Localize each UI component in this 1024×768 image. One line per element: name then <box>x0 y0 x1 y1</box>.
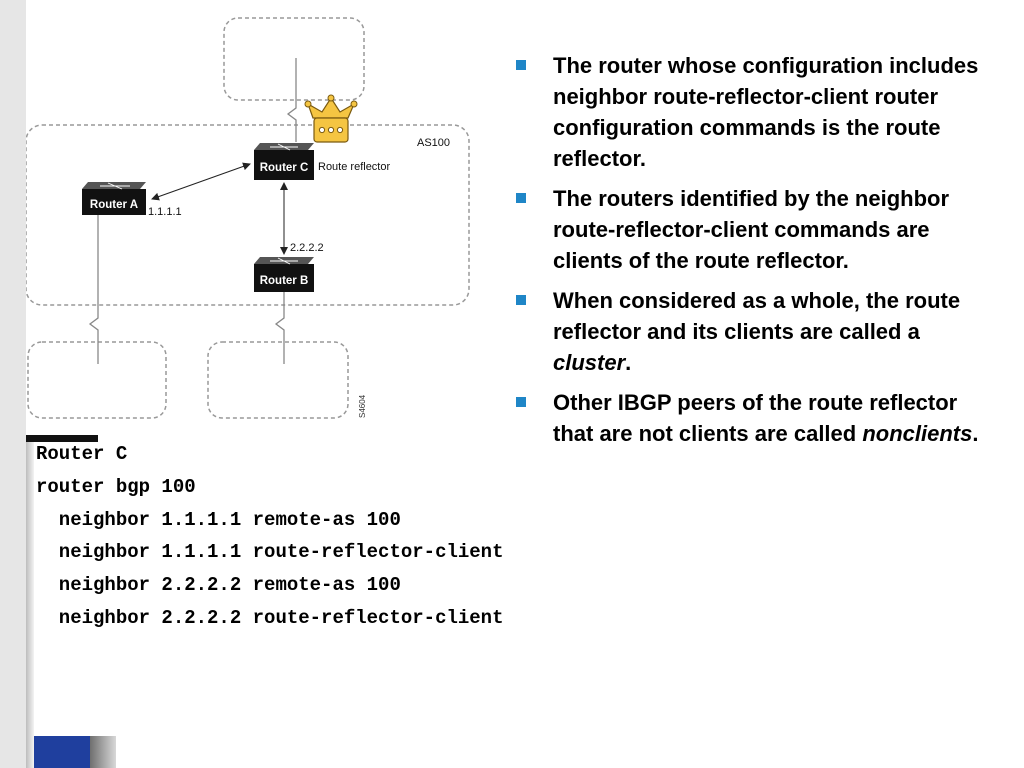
bullet-marker-icon <box>516 193 526 203</box>
router-a-label: Router A <box>90 199 138 211</box>
router-c: Router C <box>254 143 314 180</box>
bullet-item: When considered as a whole, the route re… <box>514 285 984 378</box>
bullet-marker-icon <box>516 397 526 407</box>
bullet-marker-icon <box>516 60 526 70</box>
code-line: router bgp 100 <box>36 475 196 498</box>
code-line: Router C <box>36 443 128 465</box>
router-b: Router B <box>254 257 314 292</box>
bullet-text-end: . <box>625 350 632 375</box>
as100-boundary <box>26 124 470 306</box>
serial-link-right <box>274 292 285 364</box>
figure-id: S4604 <box>358 394 367 418</box>
bullet-list: The router whose configuration includes … <box>514 50 984 458</box>
route-reflector-label: Route reflector <box>318 161 390 173</box>
as-label: AS100 <box>417 137 450 149</box>
left-decorative-stripe <box>0 0 26 768</box>
ip-label-a: 1.1.1.1 <box>148 206 182 218</box>
router-a: Router A <box>82 182 146 215</box>
term-nonclients: nonclients <box>862 421 973 446</box>
ibgp-a-c <box>151 162 251 201</box>
bullet-text: When considered as a whole, the route re… <box>553 288 961 344</box>
term-cluster: cluster <box>553 350 626 375</box>
serial-link-top <box>286 58 297 142</box>
bullet-text-end: . <box>972 421 979 446</box>
route-reflector-diagram: AS100 Router C Route reflector Router A … <box>26 0 481 435</box>
bullet-item: Other IBGP peers of the route reflector … <box>514 387 984 449</box>
code-line: neighbor 2.2.2.2 remote-as 100 <box>36 574 401 597</box>
config-code-block: Router C router bgp 100 neighbor 1.1.1.1… <box>36 438 503 635</box>
router-b-label: Router B <box>260 275 309 287</box>
serial-link-left <box>88 214 99 364</box>
external-peer-bottom-right <box>207 341 349 419</box>
bullet-text: Other IBGP peers of the route reflector … <box>553 390 958 446</box>
code-line: neighbor 2.2.2.2 route-reflector-client <box>36 606 504 629</box>
code-line: neighbor 1.1.1.1 route-reflector-client <box>36 541 504 564</box>
ip-label-b: 2.2.2.2 <box>290 242 324 254</box>
router-c-label: Router C <box>260 162 309 174</box>
external-peer-top <box>223 17 365 101</box>
bullet-marker-icon <box>516 295 526 305</box>
bottom-blue-accent <box>34 736 116 768</box>
bullet-text: The router whose configuration includes … <box>553 53 979 171</box>
external-peer-bottom-left <box>27 341 167 419</box>
code-line: neighbor 1.1.1.1 remote-as 100 <box>36 508 401 531</box>
bullet-item: The routers identified by the neighbor r… <box>514 183 984 276</box>
bullet-item: The router whose configuration includes … <box>514 50 984 174</box>
bullet-text: The routers identified by the neighbor r… <box>553 186 950 273</box>
crown-icon <box>304 94 358 143</box>
